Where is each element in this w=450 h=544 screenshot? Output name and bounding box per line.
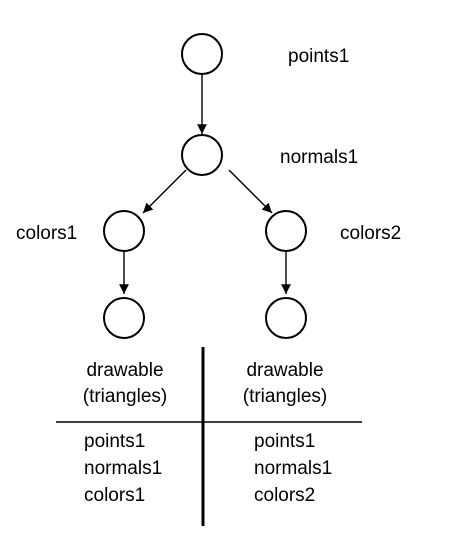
normals-node — [181, 134, 223, 176]
normals-node-label: normals1 — [280, 147, 358, 168]
left-drawable-subtitle: (triangles) — [83, 386, 167, 407]
drawable-right-node — [265, 297, 307, 339]
edge-normals-to-colors1 — [142, 169, 187, 214]
left-state-item: colors1 — [84, 485, 145, 506]
colors-right-label: colors2 — [340, 223, 401, 244]
points-node-label: points1 — [288, 46, 349, 67]
colors-left-node — [103, 210, 145, 252]
points-node — [181, 33, 223, 75]
right-state-item: points1 — [254, 431, 315, 452]
right-drawable-subtitle: (triangles) — [243, 386, 327, 407]
left-state-item: normals1 — [84, 458, 162, 479]
right-state-item: colors2 — [254, 485, 315, 506]
left-drawable-title: drawable — [86, 360, 163, 381]
colors-right-node — [265, 210, 307, 252]
right-state-item: normals1 — [254, 458, 332, 479]
right-drawable-title: drawable — [246, 360, 323, 381]
drawable-left-node — [103, 297, 145, 339]
colors-left-label: colors1 — [16, 223, 77, 244]
left-state-item: points1 — [84, 431, 145, 452]
edge-normals-to-colors2 — [228, 169, 273, 214]
